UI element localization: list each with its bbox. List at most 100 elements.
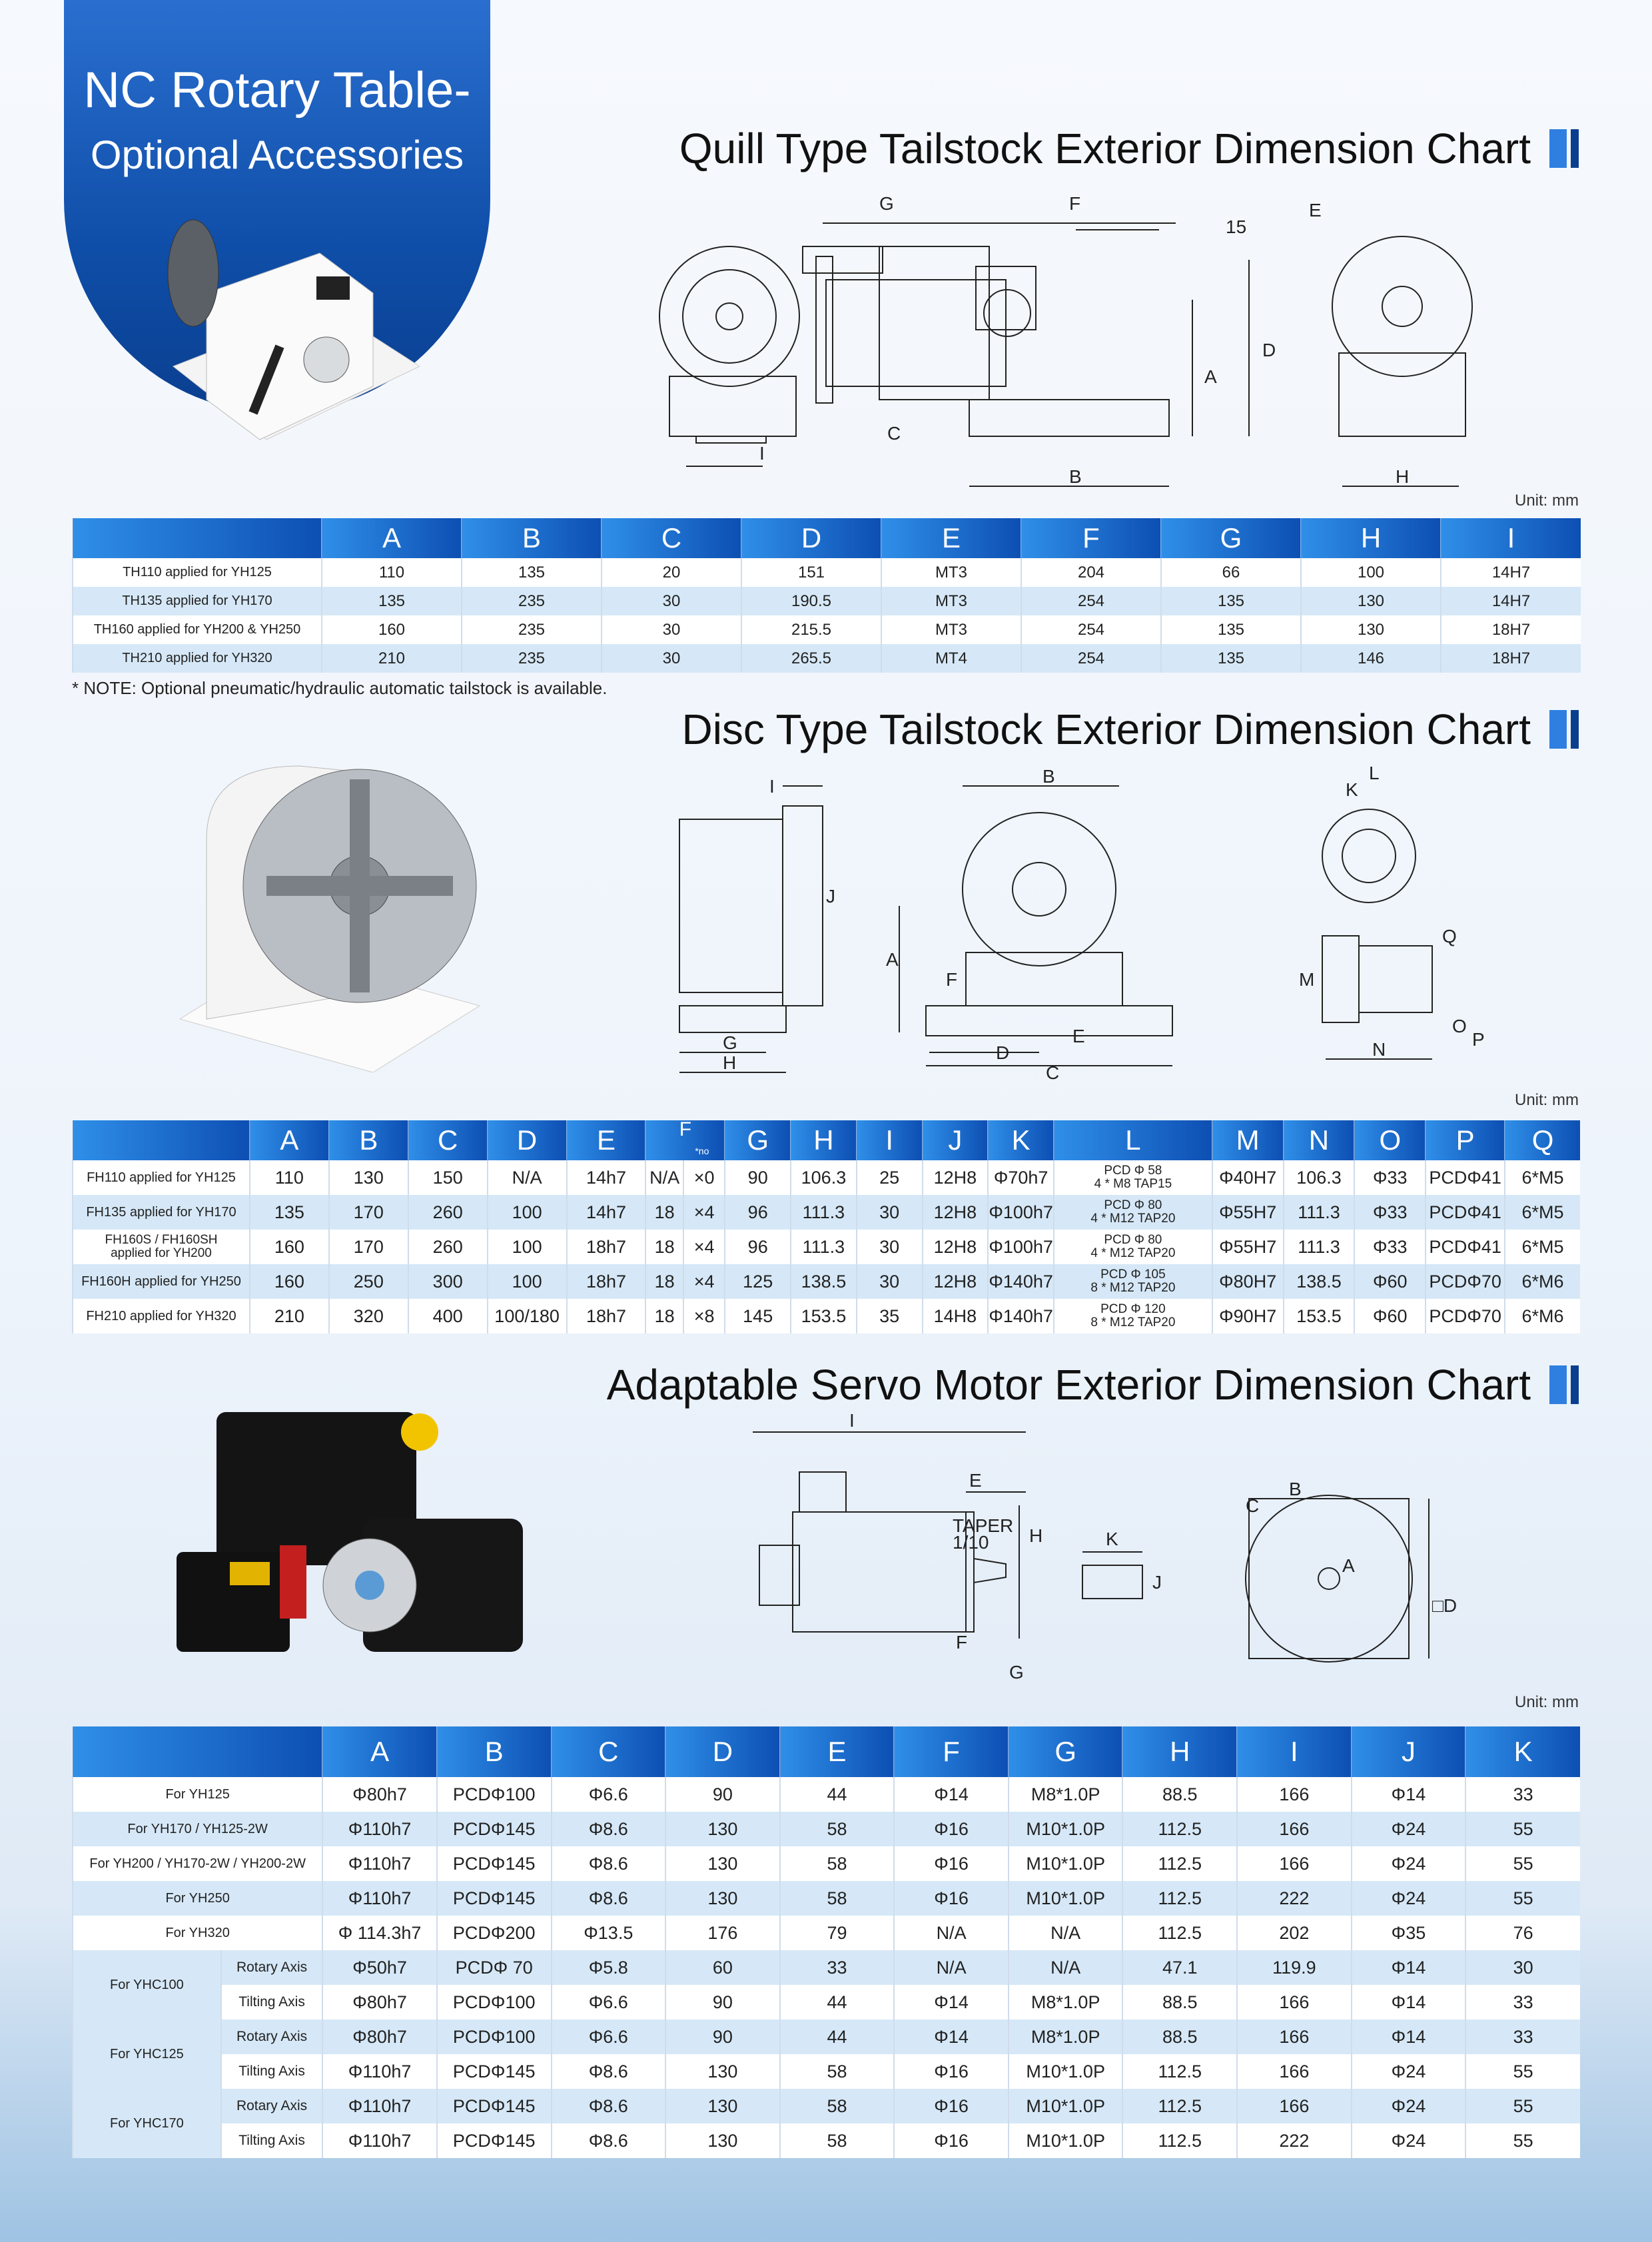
dim-label-15: 15 — [1226, 216, 1246, 237]
col-a: A — [322, 1726, 437, 1777]
col-h: H — [1122, 1726, 1238, 1777]
cell: 145 — [724, 1299, 791, 1333]
cell: 14H8 — [921, 1299, 989, 1333]
col-m: M — [1211, 1120, 1284, 1160]
cell: 6*M5 — [1504, 1195, 1580, 1230]
cell: 33 — [1465, 1985, 1580, 2020]
l-line-2: 4 * M12 TAP20 — [1090, 1212, 1176, 1226]
cell: Φ110h7 — [322, 1881, 437, 1916]
cell: PCDΦ100 — [436, 2020, 552, 2054]
quill-dimension-drawing: G F 15 E D A C I B H — [659, 193, 1473, 487]
cell: PCDΦ70 — [1425, 1264, 1505, 1299]
cell: M8*1.0P — [1007, 2020, 1123, 2054]
cell: PCDΦ41 — [1425, 1160, 1505, 1195]
cell: 235 — [461, 615, 602, 644]
dim-label-d: D — [996, 1042, 1009, 1063]
cell: Φ14 — [893, 1985, 1009, 2020]
l-line-2: 8 * M12 TAP20 — [1090, 1281, 1176, 1295]
axis-label: Rotary Axis — [220, 2020, 323, 2054]
group-label: For YHC170 — [72, 2089, 221, 2158]
cell: Φ14 — [893, 2020, 1009, 2054]
cell: 250 — [328, 1264, 408, 1299]
cell: 130 — [665, 2123, 780, 2158]
cell: Φ110h7 — [322, 2123, 437, 2158]
cell: 166 — [1236, 1985, 1352, 2020]
cell: MT4 — [881, 644, 1021, 673]
cell: 100 — [486, 1195, 567, 1230]
cell: 111.3 — [1282, 1195, 1355, 1230]
cell: Φ24 — [1350, 2089, 1466, 2123]
cell: 18h7 — [566, 1230, 646, 1264]
cell: 14h7 — [566, 1160, 646, 1195]
dim-label-p: P — [1472, 1029, 1485, 1050]
axis-label: Tilting Axis — [220, 2123, 323, 2158]
cell: 138.5 — [790, 1264, 857, 1299]
cell: Φ80h7 — [322, 1777, 437, 1812]
cell: 112.5 — [1122, 2054, 1238, 2089]
cell: 100 — [1300, 558, 1441, 587]
cell: 25 — [855, 1160, 923, 1195]
cell: Φ14 — [1350, 1950, 1466, 1985]
axis-label: Tilting Axis — [220, 2054, 323, 2089]
dim-label-k: K — [1106, 1529, 1118, 1549]
cell: 90 — [665, 1777, 780, 1812]
cell: 6*M5 — [1504, 1160, 1580, 1195]
col-f: F — [893, 1726, 1009, 1777]
cell: 210 — [248, 1299, 329, 1333]
cell: Φ8.6 — [550, 1812, 666, 1846]
group-label: For YHC100 — [72, 1950, 221, 2020]
cell: Φ100h7 — [987, 1195, 1054, 1230]
cell: 166 — [1236, 1777, 1352, 1812]
cell: 18H7 — [1440, 615, 1581, 644]
cell: ×4 — [682, 1230, 725, 1264]
cell: Φ110h7 — [322, 2089, 437, 2123]
cell: Φ35 — [1350, 1916, 1466, 1950]
cell: 176 — [665, 1916, 780, 1950]
cell: 204 — [1021, 558, 1161, 587]
cell: 30 — [601, 587, 741, 615]
l-line-2: 8 * M12 TAP20 — [1090, 1315, 1176, 1329]
cell: 18 — [645, 1195, 683, 1230]
col-q: Q — [1504, 1120, 1580, 1160]
cell: Φ55H7 — [1211, 1230, 1284, 1264]
cell: Φ16 — [893, 2054, 1009, 2089]
cell: 300 — [407, 1264, 488, 1299]
cell: ×0 — [682, 1160, 725, 1195]
servo-dimension-drawing: I E TAPER 1/10 H F G K J C B A □D — [753, 1412, 1457, 1682]
col-g: G — [724, 1120, 791, 1160]
col-k: K — [1465, 1726, 1580, 1777]
dim-label-c: C — [1246, 1495, 1259, 1516]
cell: 170 — [328, 1230, 408, 1264]
cell: Φ16 — [893, 2123, 1009, 2158]
cell: 79 — [779, 1916, 895, 1950]
cell: Φ8.6 — [550, 2123, 666, 2158]
col-h: H — [1300, 518, 1441, 558]
cell: Φ50h7 — [322, 1950, 437, 1985]
dim-label-d: □D — [1432, 1595, 1457, 1616]
col-i: I — [855, 1120, 923, 1160]
cell: 88.5 — [1122, 1777, 1238, 1812]
cell: 110 — [321, 558, 462, 587]
cell: 6*M5 — [1504, 1230, 1580, 1264]
col-b: B — [461, 518, 602, 558]
axis-label: Rotary Axis — [220, 2089, 323, 2123]
col-p: P — [1425, 1120, 1505, 1160]
cell: Φ24 — [1350, 1812, 1466, 1846]
cell: Φ80h7 — [322, 2020, 437, 2054]
cell: MT3 — [881, 615, 1021, 644]
cell: PCDΦ70 — [1425, 1299, 1505, 1333]
cell: PCDΦ41 — [1425, 1195, 1505, 1230]
row-label: For YH250 — [71, 1881, 323, 1916]
cell: 14h7 — [566, 1195, 646, 1230]
dim-label-k: K — [1346, 779, 1358, 800]
col-i: I — [1236, 1726, 1352, 1777]
cell: 88.5 — [1122, 2020, 1238, 2054]
